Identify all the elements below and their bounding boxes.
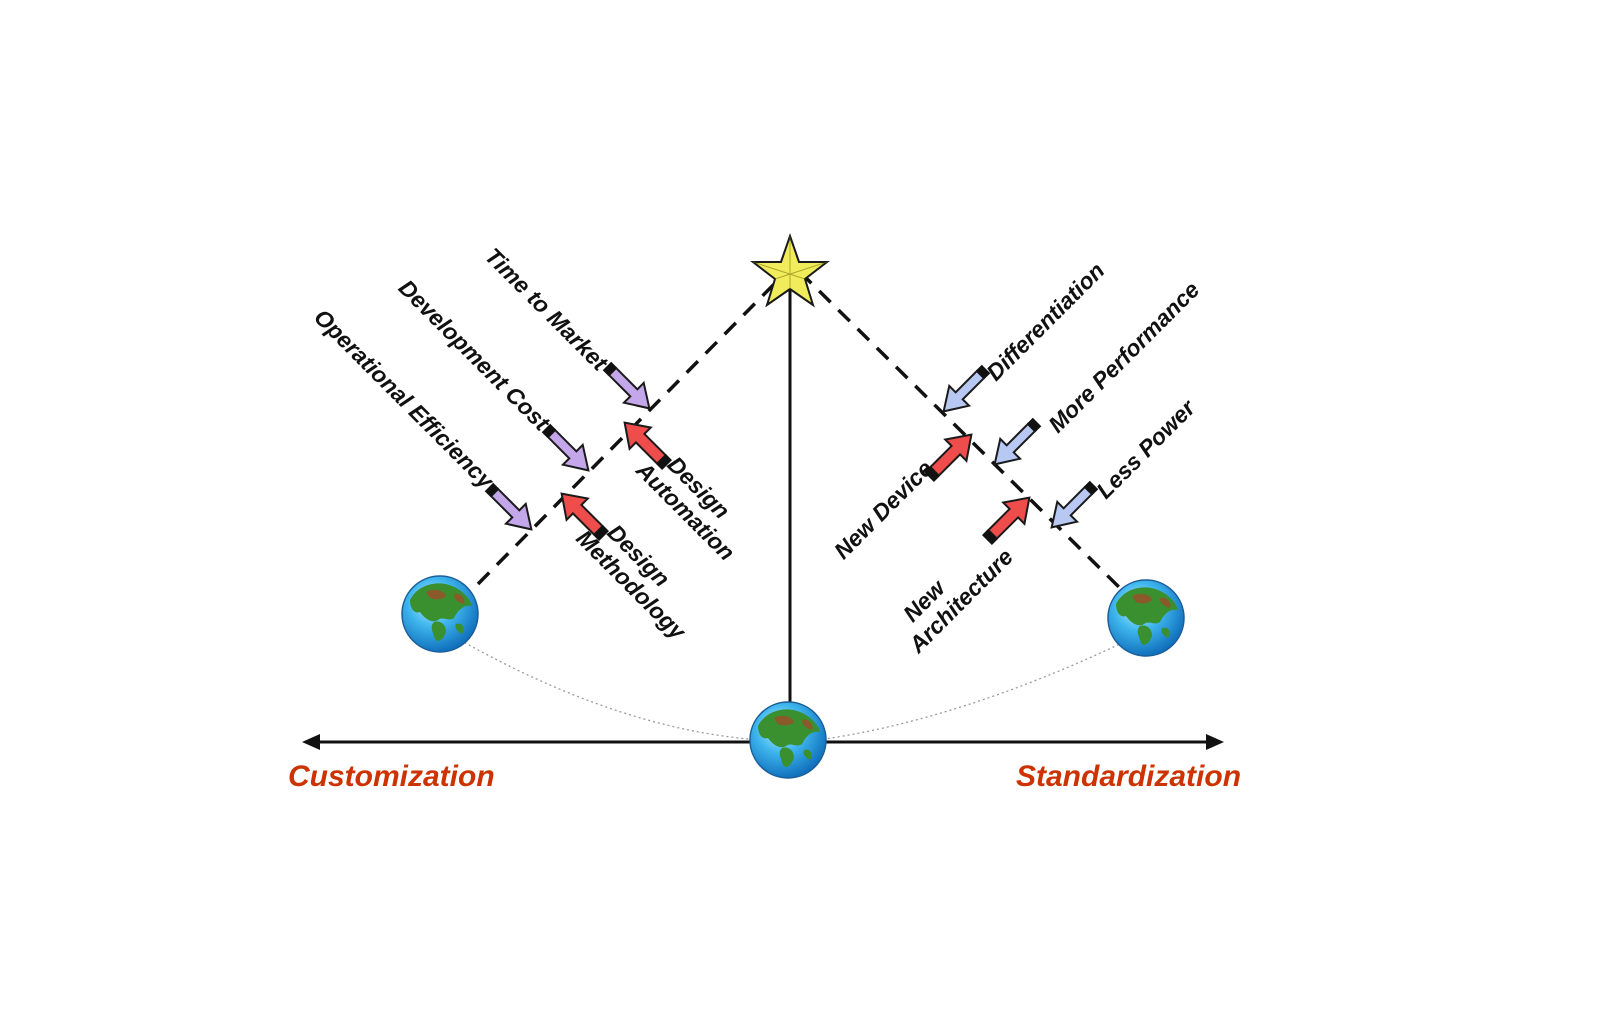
dotted-arc bbox=[459, 639, 1125, 741]
label-differentiation: Differentiation bbox=[981, 257, 1109, 385]
globe-icon-right bbox=[1107, 579, 1185, 657]
left-arrowhead-icon bbox=[302, 734, 320, 750]
arrow-operational-efficiency-icon bbox=[478, 476, 543, 541]
customization-label: Customization bbox=[288, 760, 495, 793]
arrow-more-performance-icon bbox=[983, 411, 1048, 476]
right-dashed-branch bbox=[798, 270, 1126, 594]
label-new-device: New Device bbox=[829, 455, 938, 564]
globe-icon-center bbox=[749, 701, 827, 779]
arrow-development-cost-icon bbox=[535, 417, 600, 482]
label-less-power: Less Power bbox=[1091, 394, 1201, 504]
globe-icon-left bbox=[401, 575, 479, 653]
label-design-automation: Design Automation bbox=[631, 438, 759, 566]
arrow-new-architecture-icon bbox=[975, 486, 1041, 552]
right-arrowhead-icon bbox=[1206, 734, 1224, 750]
label-new-architecture: New Architecture bbox=[885, 525, 1018, 658]
label-time-to-market: Time to Market bbox=[480, 243, 614, 377]
standardization-label: Standardization bbox=[1016, 760, 1241, 793]
arrow-time-to-market-icon bbox=[596, 355, 661, 420]
